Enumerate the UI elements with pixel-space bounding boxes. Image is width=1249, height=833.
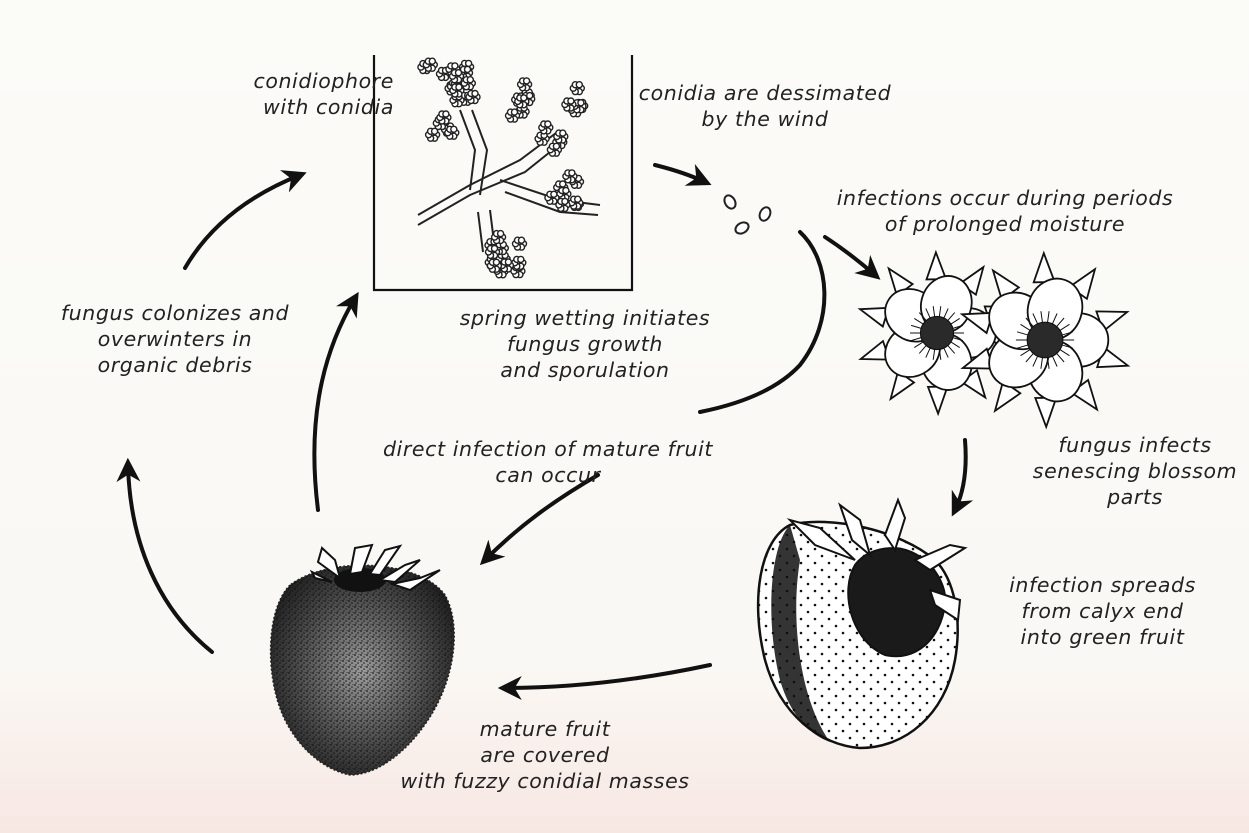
- arrow-blossom-to-green: [955, 440, 966, 510]
- label-direct-infection: direct infection of mature fruit can occ…: [338, 436, 758, 488]
- arrow-to-spores: [655, 165, 705, 182]
- label-conidiophore: conidiophore with conidia: [224, 68, 394, 120]
- conidia-cluster: [562, 82, 588, 117]
- arrow-mature-to-debris: [128, 465, 212, 652]
- arrow-to-conidiophore: [185, 175, 300, 268]
- conidia-cluster: [506, 78, 535, 122]
- conidiophore-illustration: [374, 55, 632, 290]
- label-spring-wetting: spring wetting initiates fungus growth a…: [425, 305, 745, 383]
- label-fungus-colonizes: fungus colonizes and overwinters in orga…: [20, 300, 330, 378]
- blossoms-illustration: [860, 252, 1128, 426]
- label-infections-moisture: infections occur during periods of prolo…: [795, 185, 1215, 237]
- label-mature-fruit: mature fruit are covered with fuzzy coni…: [350, 716, 740, 794]
- arrow-green-to-mature: [505, 665, 710, 688]
- label-conidia-dessimated: conidia are dessimated by the wind: [610, 80, 920, 132]
- spores-illustration: [722, 193, 772, 235]
- arrow-to-blossom: [825, 237, 875, 275]
- conidia-cluster: [545, 170, 584, 212]
- green-fruit-illustration: [758, 500, 965, 748]
- label-fungus-infects-blossom: fungus infects senescing blossom parts: [1020, 432, 1249, 510]
- conidia-cluster: [485, 231, 508, 259]
- label-infection-spreads: infection spreads from calyx end into gr…: [975, 572, 1230, 650]
- conidia-cluster: [426, 111, 459, 141]
- conidia-cluster: [535, 121, 568, 156]
- blossom: [860, 252, 1014, 413]
